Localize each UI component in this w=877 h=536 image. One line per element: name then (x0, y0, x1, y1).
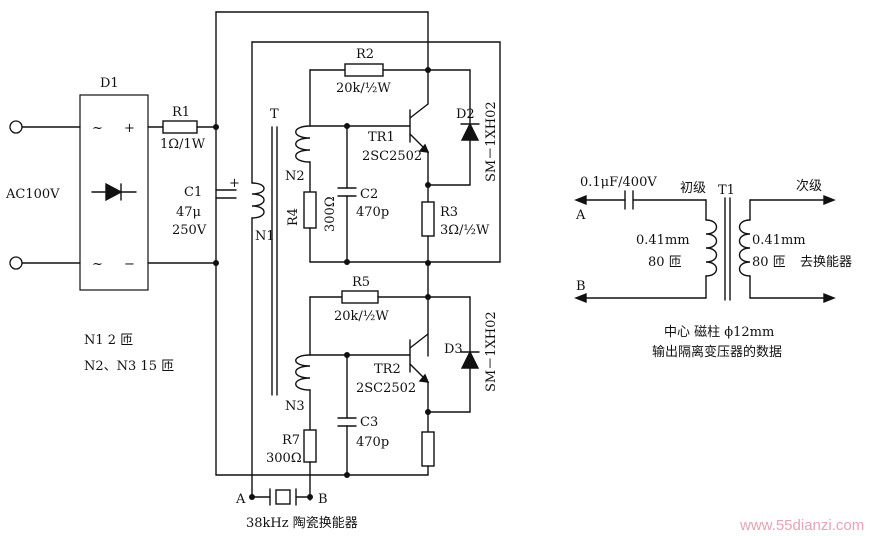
bridge-diode-symbol (105, 182, 123, 202)
ceramic-transducer (275, 489, 291, 505)
winding-n3 (295, 354, 311, 391)
label-t1: T1 (718, 183, 735, 198)
label-c3-value: 470p (356, 435, 389, 450)
resistor-r1 (162, 120, 198, 134)
label-tr1-part: 2SC2502 (362, 149, 422, 164)
label-r2: R2 (356, 47, 374, 62)
arrow-out-bottom (823, 292, 836, 304)
label-r3-value: 3Ω/½W (440, 223, 490, 238)
diode-d2 (460, 122, 480, 141)
label-c2: C2 (360, 187, 378, 202)
winding-n2 (295, 125, 311, 163)
label-out-b: B (576, 279, 586, 294)
tr1-emitter-arrow (418, 143, 430, 153)
resistor-r5 (341, 290, 379, 304)
label-wire-primary: 0.41mm (636, 233, 690, 248)
resistor-r6 (421, 431, 435, 467)
label-plus: + (124, 121, 135, 136)
label-sm-bottom: SM－1XH02 (484, 311, 499, 392)
arrow-a (574, 194, 587, 206)
label-tr2-part: 2SC2502 (356, 381, 416, 396)
label-r1-value: 1Ω/1W (160, 137, 206, 152)
label-b: B (318, 492, 328, 507)
label-secondary: 次级 (796, 178, 822, 194)
label-c1: C1 (184, 185, 202, 200)
wiring (9, 11, 836, 506)
label-c2-value: 470p (356, 205, 389, 220)
label-c3: C3 (360, 415, 378, 430)
label-r2-value: 20k/½W (336, 81, 391, 96)
label-out-a: A (575, 208, 586, 223)
winding-secondary (738, 219, 751, 277)
winding-primary (705, 219, 718, 277)
label-n3: N3 (285, 399, 305, 414)
label-tilde-top: ~ (92, 121, 103, 136)
resistor-r2 (344, 63, 384, 77)
label-c1-plus: + (229, 176, 240, 191)
labels: D1 ~ ~ + − AC100V R1 1Ω/1W C1 + 47μ 250V… (5, 47, 864, 534)
label-r3: R3 (440, 205, 458, 220)
label-r5-value: 20k/½W (334, 309, 389, 324)
label-turns-secondary: 80 匝 (752, 255, 786, 270)
label-d3: D3 (444, 342, 463, 357)
label-d1: D1 (100, 76, 119, 91)
arrow-b (574, 292, 587, 304)
tr2-emitter-arrow (418, 373, 430, 383)
label-a: A (235, 492, 246, 507)
label-r4-value: 300Ω (323, 196, 338, 232)
label-ac-voltage: AC100V (5, 187, 60, 202)
resistor-r7 (303, 429, 317, 463)
label-r7: R7 (282, 433, 300, 448)
label-caption: 输出隔离变压器的数据 (652, 344, 782, 360)
label-core: 中心 磁柱 ϕ12mm (664, 325, 774, 340)
label-tr1: TR1 (368, 130, 395, 145)
arrow-out-top (823, 194, 836, 206)
label-n2: N2 (285, 169, 305, 184)
resistor-r4 (303, 191, 317, 229)
resistor-r3 (421, 201, 435, 237)
label-n1: N1 (255, 229, 275, 244)
label-minus: − (124, 257, 135, 272)
label-t: T (270, 107, 279, 122)
diode-d3 (460, 350, 480, 369)
label-primary: 初级 (680, 181, 706, 196)
label-r7-value: 300Ω (266, 451, 302, 466)
label-turns-n23: N2、N3 15 匝 (84, 359, 174, 374)
label-turns-n1: N1 2 匝 (84, 333, 133, 348)
label-tilde-bottom: ~ (92, 257, 103, 272)
label-tr2: TR2 (374, 362, 401, 377)
label-c1-value1: 47μ (176, 205, 201, 220)
label-d2: D2 (456, 107, 475, 122)
ac-terminal-bottom (9, 256, 23, 270)
label-r5: R5 (352, 275, 370, 290)
label-r1: R1 (172, 105, 190, 120)
label-wire-secondary: 0.41mm (752, 233, 806, 248)
winding-n1 (251, 182, 265, 219)
label-cap-out: 0.1μF/400V (580, 175, 657, 190)
label-to-transducer: 去换能器 (800, 255, 852, 270)
watermark: www.55dianzi.com (739, 517, 864, 534)
label-r4: R4 (286, 208, 301, 226)
ac-terminal-top (9, 120, 23, 134)
label-c1-value2: 250V (172, 223, 207, 238)
label-transducer: 38kHz 陶瓷换能器 (246, 515, 358, 531)
label-sm-top: SM－1XH02 (484, 101, 499, 182)
bridge-rectifier-box (79, 94, 149, 291)
label-turns-primary: 80 匝 (648, 255, 682, 270)
